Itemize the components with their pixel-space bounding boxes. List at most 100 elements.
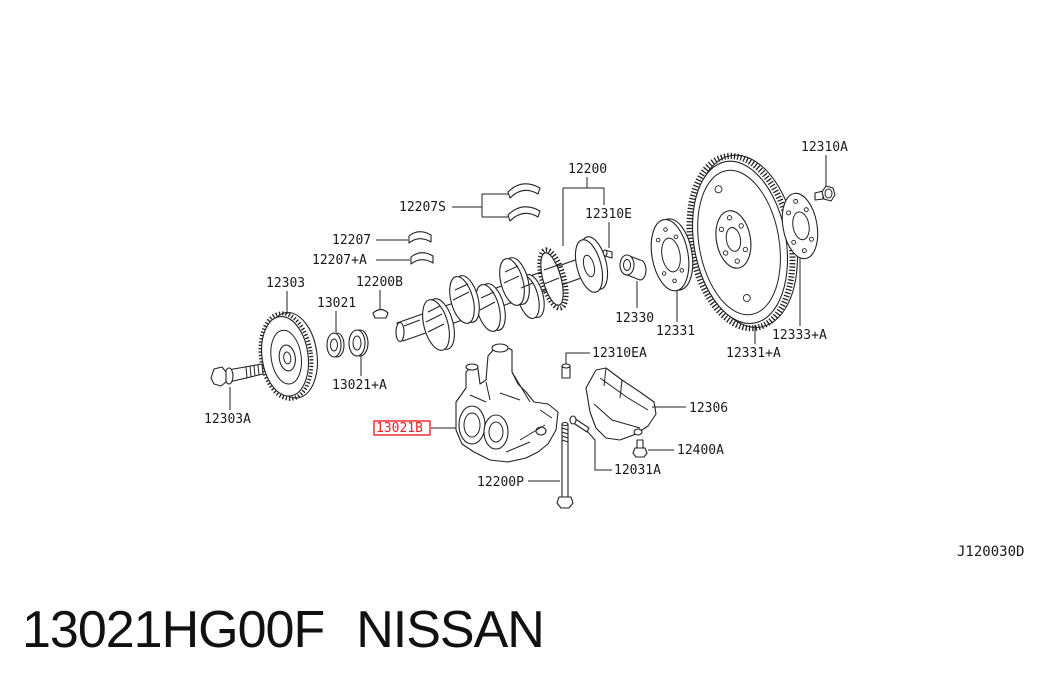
product-caption: 13021HG00F NISSAN (22, 600, 545, 660)
drive-plate-bolt-hole (726, 215, 733, 221)
callout-labels: 12200 12310A 12207S 12310E 12207 12207+A… (204, 140, 848, 490)
spacer-plate-bore (661, 237, 681, 273)
pulley-bolt-drawing (210, 363, 264, 387)
highlight-box (373, 420, 431, 436)
callout-label: 12330 (615, 311, 654, 326)
oil-pump-housing-port-top (465, 363, 479, 371)
housing-pin-top (561, 363, 571, 369)
flywheel-bolt-face (824, 188, 833, 199)
front-seal-face (326, 332, 342, 358)
thrust-washer-upper (507, 183, 541, 199)
drive-plate-bolt-hole (718, 226, 725, 233)
secondary-seal-bore (352, 335, 362, 351)
callout-label-highlighted: 13021B (376, 421, 423, 436)
callout-label: 12303A (204, 412, 251, 427)
oil-pump-housing-bore (483, 414, 509, 450)
reinforcement-plate-hole (791, 239, 797, 245)
long-bolt-head (556, 496, 574, 509)
long-bolt-drawing (556, 421, 574, 509)
callout-label: 12331+A (726, 346, 781, 361)
reinforcement-plate-hole (801, 248, 807, 254)
oil-pump-housing-body (455, 345, 559, 463)
spacer-plate-hole (655, 237, 661, 243)
baffle-plate-tab (633, 428, 643, 436)
drive-plate-bolt-hole (734, 258, 740, 264)
leader-lines (229, 155, 827, 482)
pilot-bushing-bore (623, 259, 631, 271)
spacer-plate-drawing (650, 218, 694, 292)
callout-label: 12310EA (592, 346, 647, 361)
drive-plate-bolt-hole (742, 246, 749, 253)
oil-pump-housing-bore-inner (488, 421, 504, 443)
reinforcement-plate-bore (792, 211, 810, 241)
crankshaft-gear (540, 252, 564, 306)
spacer-plate-hole (661, 271, 667, 276)
leader-line (586, 430, 612, 471)
short-bolt-drawing (569, 415, 590, 433)
callout-label: 12306 (689, 401, 728, 416)
crankshaft-counterweight (499, 258, 525, 306)
long-bolt-tip (561, 421, 569, 427)
callout-label: 12333+A (772, 328, 827, 343)
baffle-bolt-head (632, 447, 648, 458)
leader-line (565, 352, 590, 364)
reinforcement-plate-drawing (781, 192, 819, 260)
brand-name: NISSAN (356, 601, 545, 659)
crankshaft-snout-end (395, 321, 405, 343)
oil-pump-housing-boss (535, 426, 547, 436)
callout-label: 12331 (656, 324, 695, 339)
drive-plate-bore (725, 227, 742, 252)
drive-plate-inner-ring (697, 169, 781, 316)
callout-label: 12310A (801, 140, 848, 155)
baffle-plate-folds (593, 367, 649, 429)
pulley-ribs (258, 311, 314, 401)
part-number: 13021HG00F (22, 601, 325, 659)
reinforcement-plate-hole (809, 236, 814, 242)
pulley-bolt-head (210, 366, 227, 387)
reinforcement-plate-hole (793, 198, 799, 204)
flywheel-bolt-head (821, 185, 836, 202)
diagram-reference-code: J120030D (957, 544, 1024, 560)
reinforcement-plate-body (781, 192, 819, 260)
spacer-plate-hole (673, 234, 679, 240)
baffle-bolt-drawing (632, 439, 648, 458)
crank-pulley-drawing (258, 311, 318, 401)
secondary-seal-face (348, 329, 366, 357)
main-bearing-drawing (408, 231, 434, 265)
leader-line (562, 177, 605, 246)
crankshaft-keyway (403, 319, 421, 327)
callout-label: 12200P (477, 475, 524, 490)
crankshaft-gear-teeth (537, 247, 569, 311)
flywheel-bolt-drawing (814, 185, 836, 202)
callout-label: 12207S (399, 200, 446, 215)
callout-label: 12200 (568, 162, 607, 177)
crankshaft-hatching (425, 264, 560, 333)
baffle-plate-body (585, 367, 657, 441)
thrust-washer-drawing (507, 183, 541, 222)
crankshaft-counterweight (422, 299, 450, 351)
drive-plate-drawing (686, 153, 798, 332)
pulley-web (270, 329, 302, 385)
pilot-bushing-face (619, 254, 635, 276)
callout-label: 12303 (266, 276, 305, 291)
drive-plate-outer-hole (742, 294, 751, 302)
callout-label: 12200B (356, 275, 403, 290)
crankshaft-rear-flange (574, 239, 604, 293)
thrust-washer-lower (507, 206, 541, 222)
spacer-plate-hole (679, 268, 685, 273)
spacer-plate-hole (672, 278, 677, 284)
drive-plate-bolt-hole (738, 223, 744, 229)
baffle-bolt-shank (636, 439, 644, 449)
oil-pump-housing-bore (458, 405, 486, 445)
callout-label: 12400A (677, 443, 724, 458)
front-seal-drawing (326, 332, 345, 358)
spacer-plate-hole (663, 227, 668, 232)
drive-plate-bolt-hole (723, 250, 729, 256)
crankshaft-counterweight (449, 276, 475, 324)
callout-label: 13021+A (332, 378, 387, 393)
woodruff-key-drawing (372, 308, 389, 319)
baffle-plate-drawing (585, 367, 657, 441)
crankshaft-drawing (395, 236, 609, 351)
